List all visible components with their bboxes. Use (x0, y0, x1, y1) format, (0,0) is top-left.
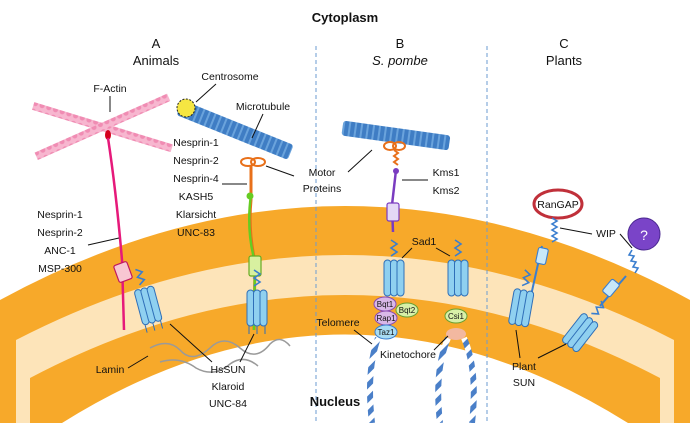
kms-node (393, 168, 399, 174)
nesprin-upper-6: UNC-83 (177, 227, 215, 239)
calponin-domain (105, 130, 111, 140)
plant-sun-leader-2 (537, 343, 567, 359)
sad1-trimer-1 (383, 239, 405, 297)
nesprin-list-upper: Nesprin-1 Nesprin-2 Nesprin-4 KASH5 Klar… (173, 137, 219, 239)
wip-leader-2 (619, 233, 633, 249)
csi1-node (444, 308, 468, 324)
sun-animal-2: Klaroid (212, 381, 245, 393)
plant-sun-leader-1 (515, 329, 521, 359)
kms-1-label: Kms1 (433, 167, 460, 179)
motor-leader-a (265, 165, 295, 177)
kms-coil (392, 149, 400, 166)
nesprin-list-lower: Nesprin-1 Nesprin-2 ANC-1 MSP-300 (37, 209, 83, 275)
microtubule-a (177, 101, 293, 159)
motor-proteins-line1: Motor (309, 167, 336, 179)
green-node (246, 192, 254, 200)
nesprin-upper-5: Klarsicht (176, 209, 216, 221)
kms-kash-domain (386, 202, 400, 222)
wip-domain-2 (602, 278, 620, 298)
plant-sun-trimer-2 (562, 300, 605, 353)
nesprin-upper-4: KASH5 (179, 191, 214, 203)
csi1-label: Csi1 (448, 312, 465, 321)
nesprin-upper-3: Nesprin-4 (173, 173, 219, 185)
rangap-ring (532, 188, 584, 220)
nesprin-upper-2: Nesprin-2 (173, 155, 219, 167)
lamin-filaments (149, 338, 291, 373)
sun-leader-a2 (239, 333, 255, 363)
motor-protein-b (383, 141, 406, 151)
sun-trimer-a1 (134, 268, 164, 333)
cytoplasm-label: Cytoplasm (312, 10, 378, 25)
kash-protein-magenta (106, 137, 126, 331)
nesprin-lower-3: ANC-1 (44, 245, 76, 257)
rap1-label: Rap1 (376, 314, 396, 323)
rangap-label: RanGAP (537, 199, 578, 211)
telomere-leader (353, 329, 373, 345)
nuclear-envelope (0, 206, 690, 423)
bqt1-label: Bqt1 (377, 300, 394, 309)
sad1-leader-1 (401, 247, 413, 259)
wip-coil-2 (627, 249, 640, 274)
wip-label: WIP (596, 228, 616, 240)
sad1-label: Sad1 (412, 236, 437, 248)
lamin-leader (127, 355, 149, 369)
f-actin-filaments (31, 93, 173, 160)
kash-domain-green (248, 255, 262, 277)
plant-sun-line1: Plant (512, 361, 536, 373)
nesprin-lower-2: Nesprin-2 (37, 227, 83, 239)
sun-animal-1: HsSUN (210, 364, 245, 376)
plant-sun-line2: SUN (513, 377, 535, 389)
centrosome (176, 98, 196, 118)
panel-a-letter: A (152, 36, 161, 51)
nesprin-lower-leader (87, 237, 120, 246)
kms-2-label: Kms2 (433, 185, 460, 197)
motor-protein-a (240, 157, 266, 167)
panel-c-title: Plants (546, 53, 583, 68)
nucleus-label: Nucleus (310, 394, 361, 409)
kinetochore-node (446, 328, 466, 340)
panel-a-title: Animals (133, 53, 180, 68)
wip-domain-1 (535, 246, 549, 266)
taz1-node (374, 324, 398, 340)
panel-b-title: S. pombe (372, 53, 428, 68)
nesprin-lower-4: MSP-300 (38, 263, 82, 275)
sun-animal-3: UNC-84 (209, 398, 247, 410)
kash-domain-magenta (113, 261, 133, 283)
telomere-label: Telomere (316, 317, 359, 329)
nesprin-lower-1: Nesprin-1 (37, 209, 83, 221)
taz1-label: Taz1 (378, 328, 395, 337)
microtubule-b (341, 120, 451, 151)
telomere-complex: Bqt1 Bqt2 Rap1 Taz1 (373, 296, 419, 340)
microtubule-leader (251, 113, 264, 139)
motor-leader-b (347, 149, 373, 173)
lamin-label: Lamin (96, 364, 125, 376)
sad1-leader-2 (435, 247, 451, 257)
telomere-chromatin (367, 336, 381, 424)
bqt2-label: Bqt2 (399, 306, 416, 315)
kinetochore-chromatin (435, 336, 477, 424)
nesprin-upper-1: Nesprin-1 (173, 137, 219, 149)
sad1-trimer-2 (447, 239, 469, 297)
kinetochore-label: Kinetochore (380, 349, 436, 361)
sun-trimer-a2 (246, 269, 268, 334)
motor-proteins-line2: Proteins (303, 183, 342, 195)
f-actin-label: F-Actin (93, 83, 126, 95)
panel-c-letter: C (559, 36, 568, 51)
sun-leader-a1 (169, 323, 213, 363)
unknown-protein (627, 217, 661, 251)
bqt2-node (395, 302, 419, 318)
microtubule-label: Microtubule (236, 101, 290, 113)
centrosome-leader (195, 83, 217, 103)
panel-b-letter: B (396, 36, 405, 51)
wip-leader-1 (559, 227, 593, 235)
unknown-protein-label: ? (640, 227, 648, 243)
wip-coil-1 (550, 217, 559, 243)
sun-list-animals: HsSUN Klaroid UNC-84 (209, 364, 247, 410)
kinetochore-leader (433, 335, 449, 351)
centrosome-label: Centrosome (201, 71, 258, 83)
plant-sun-trimer-1 (508, 269, 535, 328)
